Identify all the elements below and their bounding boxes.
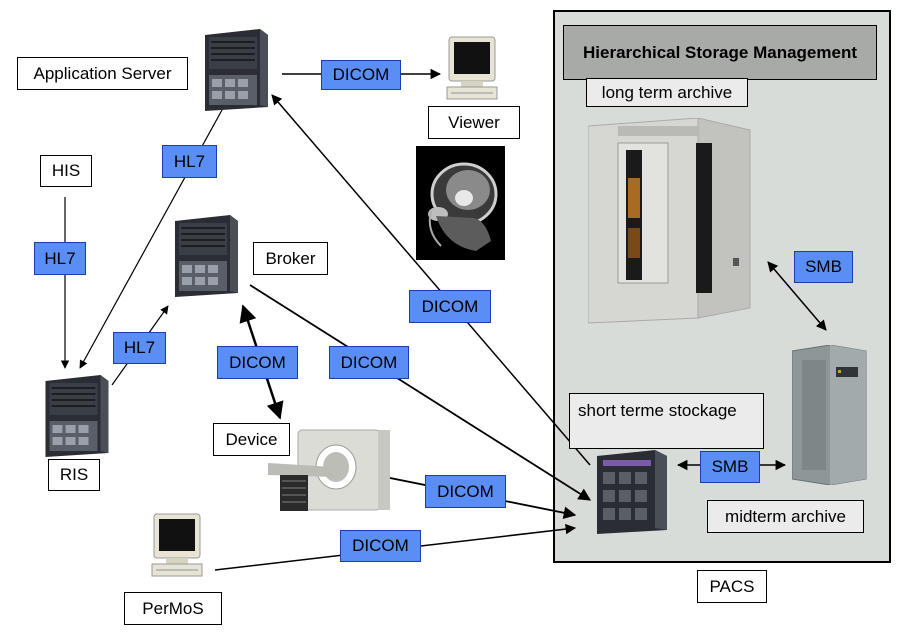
- ct-scanner-icon: [268, 429, 390, 511]
- protocol-longterm-midterm: SMB: [794, 251, 853, 283]
- hsm-title: Hierarchical Storage Management: [563, 25, 877, 80]
- his-label: HIS: [40, 155, 92, 187]
- protocol-broker-device: DICOM: [217, 346, 298, 379]
- protocol-appserver-ris: HL7: [162, 145, 217, 178]
- ris-label: RIS: [48, 459, 100, 491]
- line-longterm-midterm: [767, 261, 827, 331]
- mri-scan-image: [416, 146, 505, 260]
- protocol-ris-broker: HL7: [113, 332, 166, 364]
- viewer-label: Viewer: [428, 106, 520, 139]
- long-term-archive-label: long term archive: [586, 78, 748, 107]
- short-term-storage-label: short terme stockage: [569, 393, 764, 449]
- pacs-label: PACS: [697, 570, 767, 603]
- short-term-storage-icon: [597, 450, 667, 534]
- protocol-broker-storage: DICOM: [329, 346, 409, 379]
- protocol-his-ris: HL7: [34, 242, 86, 275]
- line-broker-storage: [249, 284, 592, 501]
- protocol-shortterm-midterm: SMB: [700, 451, 760, 483]
- midterm-archive-label: midterm archive: [707, 500, 864, 533]
- device-label: Device: [213, 423, 290, 456]
- application-server-icon: [205, 29, 268, 111]
- protocol-appserver-viewer: DICOM: [321, 60, 401, 90]
- midterm-disk-array-icon: [792, 345, 867, 485]
- protocol-permos-storage: DICOM: [340, 530, 421, 562]
- ris-server-icon: [45, 375, 109, 457]
- tape-library-icon: [588, 118, 751, 324]
- viewer-monitor-icon: [446, 36, 498, 100]
- protocol-storage-appserver: DICOM: [409, 290, 491, 323]
- broker-server-icon: [175, 215, 238, 297]
- broker-label: Broker: [253, 242, 328, 275]
- permos-label: PerMoS: [124, 592, 222, 625]
- permos-monitor-icon: [151, 513, 203, 577]
- application-server-label: Application Server: [17, 57, 188, 90]
- protocol-device-storage: DICOM: [425, 475, 506, 508]
- line-storage-appserver: [271, 94, 591, 466]
